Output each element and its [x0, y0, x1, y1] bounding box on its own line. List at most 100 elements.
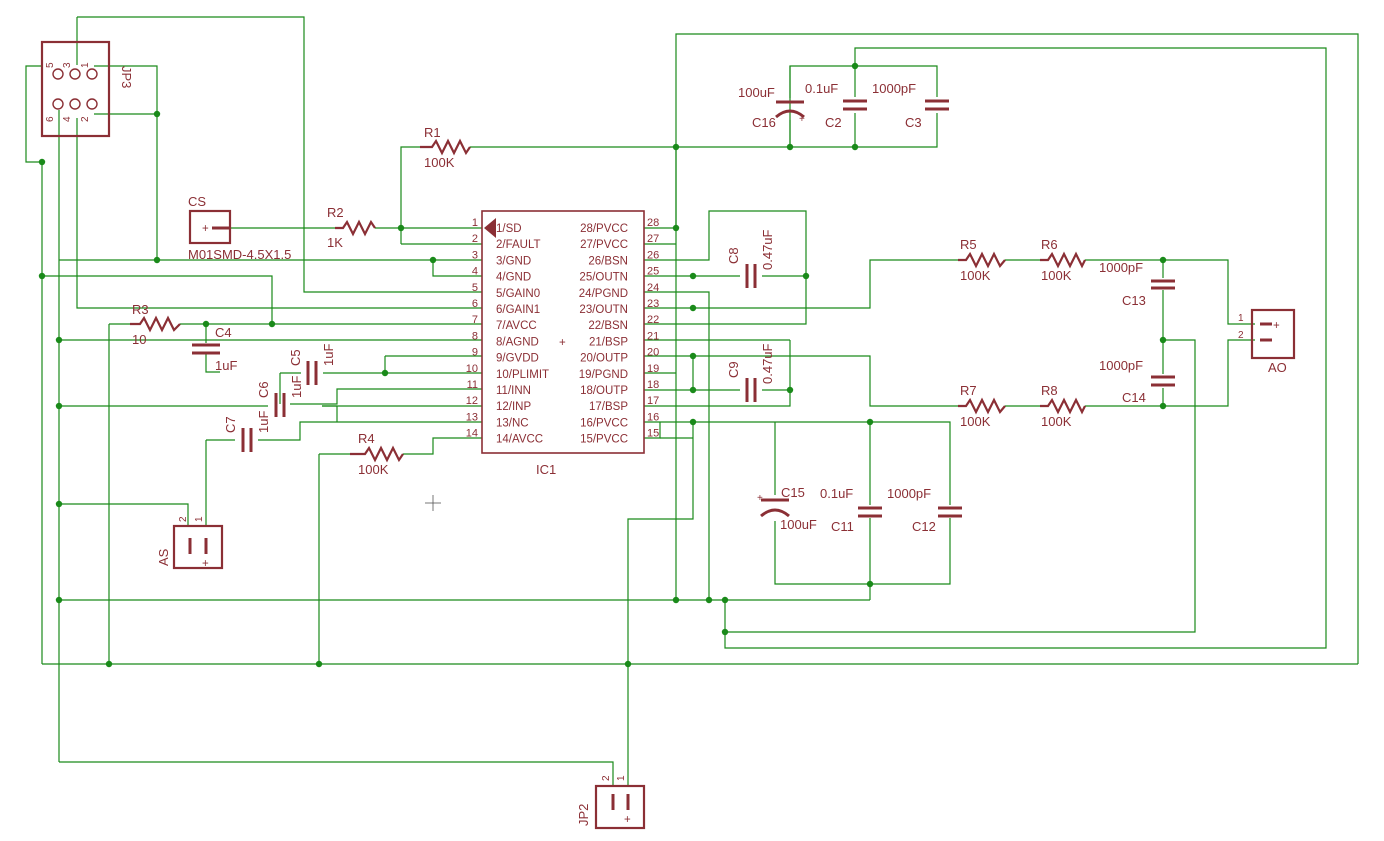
ic1-pin-label: 26/BSN: [588, 255, 628, 267]
ao-pin2: 2: [1238, 330, 1244, 341]
c6-value: 1uF: [289, 376, 304, 398]
ic1-pin-number: 5: [472, 282, 478, 294]
resistor-r4: R4 100K: [350, 431, 404, 477]
ic1-pin-number: 22: [647, 314, 659, 326]
r4-value: 100K: [358, 462, 389, 477]
c9-name: C9: [726, 361, 741, 378]
jp3-label: JP3: [119, 66, 134, 88]
c8-name: C8: [726, 247, 741, 264]
svg-text:+: +: [799, 114, 805, 125]
ic1-pin-number: 18: [647, 379, 659, 391]
c13-name: C13: [1122, 293, 1146, 308]
ic1-pin-label: 5/GAIN0: [496, 288, 540, 300]
resistor-r3: R3 10: [130, 302, 181, 347]
jp3-pin-4: 4: [62, 116, 73, 122]
r8-value: 100K: [1041, 414, 1072, 429]
resistor-r6: R6 100K: [1040, 237, 1086, 283]
jp3-pin-3: 3: [62, 62, 73, 68]
r1-value: 100K: [424, 155, 455, 170]
c2-name: C2: [825, 115, 842, 130]
ic1-pin-number: 24: [647, 282, 659, 294]
ic1-pin-number: 11: [467, 379, 478, 391]
capacitor-c11: 0.1uF C11: [820, 486, 882, 534]
ic1-pin-label: 24/PGND: [579, 288, 628, 300]
ic1-pin-label: 6/GAIN1: [496, 304, 540, 316]
ic1-pin-number: 4: [472, 266, 478, 278]
r3-value: 10: [132, 332, 146, 347]
cs-package-label: M01SMD-4.5X1.5: [188, 247, 291, 262]
ic1-pin-label: 22/BSN: [588, 320, 628, 332]
r2-name: R2: [327, 205, 344, 220]
ic1-pin-number: 26: [647, 249, 659, 261]
ic1-pin-number: 17: [647, 395, 659, 407]
r6-value: 100K: [1041, 268, 1072, 283]
svg-text:+: +: [1273, 320, 1280, 332]
svg-text:+: +: [202, 558, 209, 570]
junctions: [38, 62, 1167, 668]
as-pin1: 1: [194, 516, 205, 522]
resistor-r7: R7 100K: [958, 383, 1006, 429]
ic1-pin-number: 27: [647, 233, 659, 245]
svg-text:+: +: [202, 223, 209, 235]
c7-name: C7: [223, 416, 238, 433]
ic1-pin-number: 13: [466, 411, 478, 423]
capacitor-c13: 1000pF C13: [1099, 260, 1175, 308]
c11-name: C11: [831, 519, 854, 534]
capacitor-c9: C9 0.47uF: [726, 343, 775, 402]
resistor-r8: R8 100K: [1040, 383, 1086, 429]
ic1-pin-number: 3: [472, 249, 478, 261]
ao-label: AO: [1268, 360, 1287, 375]
ic1-pin-label: 28/PVCC: [580, 223, 628, 235]
r5-value: 100K: [960, 268, 991, 283]
capacitor-c6: C6 1uF: [256, 376, 304, 417]
ic1-pin-label: 1/SD: [496, 223, 522, 235]
c6-name: C6: [256, 381, 271, 398]
jp2-connector: + 2 1 JP2: [576, 775, 646, 830]
c11-value: 0.1uF: [820, 486, 853, 501]
c15-name: C15: [781, 485, 805, 500]
jp3-pin-1: 1: [80, 62, 91, 68]
c5-value: 1uF: [321, 344, 336, 366]
c5-name: C5: [288, 349, 303, 366]
as-pin2: 2: [178, 516, 189, 522]
ic1-left-pins: 1/SD12/FAULT23/GND34/GND45/GAIN056/GAIN1…: [466, 217, 549, 446]
ic1-pin-number: 14: [466, 428, 478, 440]
jp2-pin1: 1: [616, 775, 627, 781]
r4-name: R4: [358, 431, 375, 446]
c9-value: 0.47uF: [760, 343, 775, 384]
ic1-pin-label: 9/GVDD: [496, 353, 539, 365]
as-connector: + 2 1 AS: [156, 516, 224, 570]
ic1-pin-number: 9: [472, 347, 478, 359]
ao-connector: + 1 2 AO: [1238, 308, 1296, 375]
resistor-r1: R1 100K: [420, 125, 471, 170]
crosshair-cursor-icon: [425, 495, 441, 511]
jp3-pin-5: 5: [45, 62, 56, 68]
ic1-pin-label: 14/AVCC: [496, 434, 543, 446]
ic1-pin-label: 17/BSP: [589, 401, 628, 413]
ic1-pin-label: 11/INN: [496, 385, 531, 397]
svg-text:+: +: [624, 814, 631, 826]
ic1-pin-number: 7: [472, 314, 478, 326]
ic1-pin-label: 7/AVCC: [496, 320, 537, 332]
c14-value: 1000pF: [1099, 358, 1143, 373]
resistor-r2: R2 1K: [327, 205, 376, 250]
resistor-r5: R5 100K: [958, 237, 1006, 283]
c4-name: C4: [215, 325, 232, 340]
ic1-pin-number: 23: [647, 298, 659, 310]
capacitor-c12: 1000pF C12: [887, 486, 962, 534]
ic1-pin-label: 3/GND: [496, 255, 531, 267]
ic1-pin-number: 20: [647, 347, 659, 359]
c14-name: C14: [1122, 390, 1146, 405]
capacitor-c2: 0.1uF C2: [805, 81, 867, 130]
ic1-pin-label: 18/OUTP: [580, 385, 628, 397]
c15-value: 100uF: [780, 517, 817, 532]
c16-value: 100uF: [738, 85, 775, 100]
svg-text:+: +: [559, 337, 566, 349]
ic1-pin-label: 19/PGND: [579, 369, 628, 381]
ic1-pin-number: 6: [472, 298, 478, 310]
capacitor-c7: C7 1uF: [223, 411, 271, 452]
ic1-pin-label: 12/INP: [496, 401, 531, 413]
capacitor-c3: 1000pF C3: [872, 81, 949, 130]
